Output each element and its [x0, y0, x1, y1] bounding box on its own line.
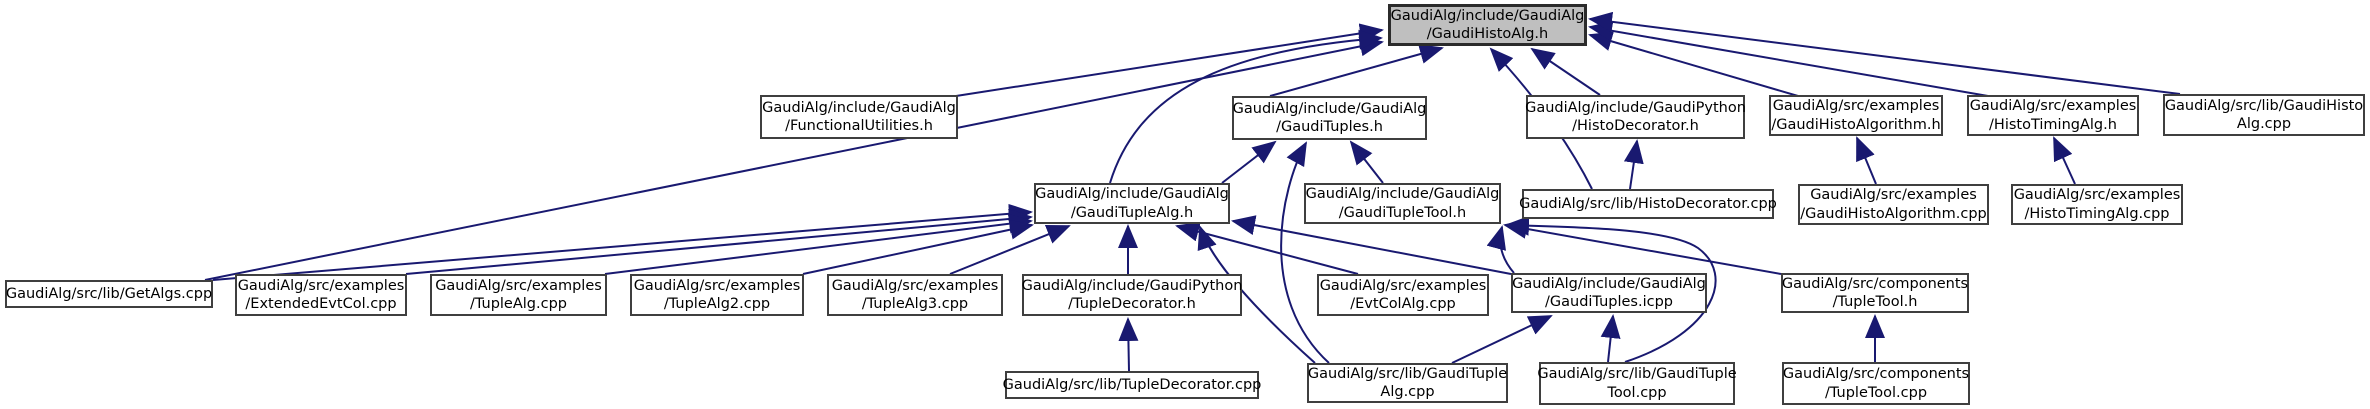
node-tupledecorator-h[interactable]: GaudiAlg/include/GaudiPython /TupleDecor…: [1022, 274, 1242, 316]
edge-talg-to-ta: [604, 213, 1033, 275]
edge-hdcpp-to-hdh: [1623, 139, 1644, 190]
node-tupletool-h[interactable]: GaudiAlg/src/components /TupleTool.h: [1781, 273, 1969, 313]
node-gaudihistoalg-cpp[interactable]: GaudiAlg/src/lib/GaudiHisto Alg.cpp: [2163, 94, 2365, 136]
edge-gttc-to-icpp: [1600, 314, 1621, 363]
edge-hdh-to-main: [1530, 47, 1601, 96]
node-histotimingalg-cpp[interactable]: GaudiAlg/src/examples /HistoTimingAlg.cp…: [2011, 184, 2183, 225]
node-extendedevtcol-cpp[interactable]: GaudiAlg/src/examples /ExtendedEvtCol.cp…: [235, 274, 407, 316]
node-gauditupletool-h[interactable]: GaudiAlg/include/GaudiAlg /GaudiTupleToo…: [1304, 183, 1501, 224]
node-gaudituplealg-h[interactable]: GaudiAlg/include/GaudiAlg /GaudiTupleAlg…: [1034, 183, 1230, 224]
node-histodecorator-cpp[interactable]: GaudiAlg/src/lib/HistoDecorator.cpp: [1519, 189, 1777, 219]
node-gauditupletool-cpp[interactable]: GaudiAlg/src/lib/GaudiTuple Tool.cpp: [1537, 362, 1737, 405]
node-histodecorator-h[interactable]: GaudiAlg/include/GaudiPython /HistoDecor…: [1525, 95, 1746, 139]
edge-tth-to-tt: [1503, 218, 1782, 275]
node-gaudituplealg-cpp[interactable]: GaudiAlg/src/lib/GaudiTuple Alg.cpp: [1307, 363, 1508, 403]
edge-ghacpp-to-main: [1588, 11, 2181, 95]
edge-icpp-to-ta: [1231, 215, 1512, 275]
node-gaudihistoalgorithm-cpp[interactable]: GaudiAlg/src/examples /GaudiHistoAlgorit…: [1798, 184, 1989, 225]
node-tupletool-cpp[interactable]: GaudiAlg/src/components /TupleTool.cpp: [1782, 362, 1970, 405]
edge-fu-to-main: [955, 23, 1384, 97]
node-gaudituples-h[interactable]: GaudiAlg/include/GaudiAlg /GaudiTuples.h: [1232, 96, 1427, 140]
edge-gttc-to-tt: [1505, 215, 1717, 363]
edge-ghah-to-main: [1588, 31, 1799, 97]
node-evtcolalg-cpp[interactable]: GaudiAlg/src/examples /EvtColAlg.cpp: [1317, 274, 1489, 316]
node-gaudihistoalgorithm-h[interactable]: GaudiAlg/src/examples /GaudiHistoAlgorit…: [1769, 95, 1943, 136]
node-tupledecorator-cpp[interactable]: GaudiAlg/src/lib/TupleDecorator.cpp: [1003, 371, 1261, 399]
node-tuplealg3-cpp[interactable]: GaudiAlg/src/examples /TupleAlg3.cpp: [827, 274, 1003, 316]
edge-getalgs-to-ta: [212, 203, 1033, 281]
edge-ghac-to-ghah: [1856, 136, 1877, 185]
edge-getalgs-to-main: [204, 36, 1384, 281]
edge-talg3-to-ta: [949, 224, 1071, 275]
edge-tdc-to-tdh: [1118, 317, 1139, 372]
edge-ta-to-gt: [1221, 140, 1277, 184]
node-tuplealg2-cpp[interactable]: GaudiAlg/src/examples /TupleAlg2.cpp: [630, 274, 804, 316]
edge-tt-to-gt: [1349, 140, 1384, 184]
edge-icpp-to-tt: [1486, 225, 1515, 274]
edge-gtac-to-gt: [1280, 141, 1330, 364]
node-functionalutilities-h[interactable]: GaudiAlg/include/GaudiAlg /FunctionalUti…: [760, 95, 958, 139]
node-getalgs-cpp[interactable]: GaudiAlg/src/lib/GetAlgs.cpp: [5, 280, 213, 308]
edge-gtac-to-icpp: [1451, 315, 1553, 364]
edge-hth-to-main: [1588, 20, 1989, 97]
node-tuplealg-cpp[interactable]: GaudiAlg/src/examples /TupleAlg.cpp: [430, 274, 607, 316]
edge-gt-to-main: [1269, 44, 1444, 97]
node-histotimingalg-h[interactable]: GaudiAlg/src/examples /HistoTimingAlg.h: [1967, 95, 2139, 136]
node-gaudituples-icpp[interactable]: GaudiAlg/include/GaudiAlg /GaudiTuples.i…: [1511, 273, 1707, 313]
edge-ta-to-main: [1109, 29, 1383, 184]
edge-eca-to-ta: [1175, 221, 1359, 275]
edge-htc-to-hth: [2053, 136, 2076, 185]
edge-eec-to-ta: [405, 209, 1033, 275]
node-gaudihistoalg-h[interactable]: GaudiAlg/include/GaudiAlg /GaudiHistoAlg…: [1388, 4, 1587, 46]
edge-talg2-to-ta: [802, 219, 1034, 275]
